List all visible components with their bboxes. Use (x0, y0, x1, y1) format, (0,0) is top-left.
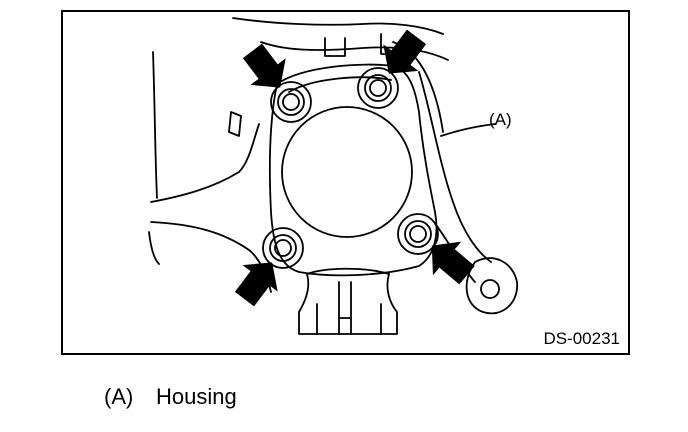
legend-key: (A) (104, 384, 134, 409)
legend-text: Housing (156, 384, 237, 409)
diagram-id-label: DS-00231 (543, 329, 620, 348)
arrow-lower-right (431, 241, 475, 285)
callout-a-label: (A) (489, 110, 512, 129)
housing-illustration (148, 17, 518, 335)
legend: (A) Housing (104, 384, 237, 410)
arrow-upper-right (383, 29, 427, 74)
arrow-lower-left (234, 262, 278, 307)
diagram-frame: DS-00231 (61, 10, 630, 355)
arrow-upper-left (242, 43, 286, 88)
